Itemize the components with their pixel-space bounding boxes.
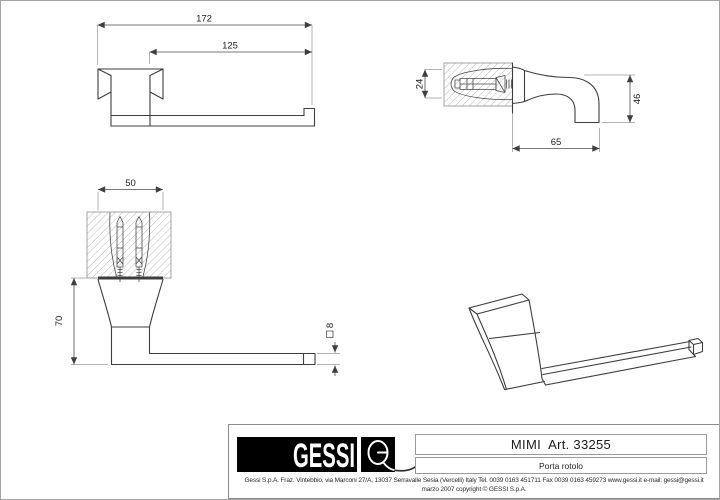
extension-lines [425,69,635,152]
dim-label-overall-height: 70 [54,316,65,327]
title-block: GESSI MIMI Art. 33255 Porta rotolo Gessi… [228,424,719,499]
wall-hatch [86,211,172,279]
wall-plate-front-outline [97,68,164,100]
extension-lines [97,25,313,105]
side-view: 24 46 65 [415,62,643,152]
wall-anchor-left [116,216,124,282]
dim-label-wall-depth: 65 [551,137,562,148]
arm-side-outline [511,66,600,124]
holder-body-plan-outline [97,278,316,366]
copyright-line: marzo 2007 copyright © GESSI S.p.A. [421,486,527,493]
logo-wordmark-panel [237,437,357,472]
product-description: Porta rotolo [539,460,583,471]
iso-body-outline [468,299,547,391]
dim-label-total-length: 172 [196,14,212,25]
dim-label-recess-height: 24 [415,79,426,90]
logo-g-panel [361,437,395,472]
dim-label-bar-section: 8 [325,323,336,328]
dim-label-plate-width: 50 [125,178,136,189]
plan-view: 50 70 8 [54,178,340,376]
iso-plate-top-face [468,293,530,315]
article-box: MIMI Art. 33255 [415,434,707,455]
dim-label-bar-length: 125 [222,41,238,52]
article-number: MIMI Art. 33255 [510,437,612,452]
plate-edge-line [98,276,163,280]
gessi-logo: GESSI [237,436,432,482]
recess-hole-outline [109,212,151,277]
extension-lines [71,192,340,365]
wall-anchor-screw [454,75,512,93]
dim-label-arm-drop: 46 [632,94,643,105]
isometric-view [468,293,704,391]
wall-anchor-right [135,216,143,282]
gessi-logo-art: GESSI [237,437,420,475]
description-box: Porta rotolo [415,457,707,474]
iso-end-cap [688,337,704,358]
wall-hatch [443,62,513,107]
square-section-symbol [326,330,334,338]
holder-body-front-outline [110,74,316,127]
recess-hole-outline [450,67,513,101]
company-address: Gessi S.p.A. Fraz. Vintebbio, via Marcon… [244,477,704,484]
iso-bar-outline [541,340,697,386]
logo-wordmark: GESSI [293,437,355,475]
front-view: 172 125 [97,14,316,127]
